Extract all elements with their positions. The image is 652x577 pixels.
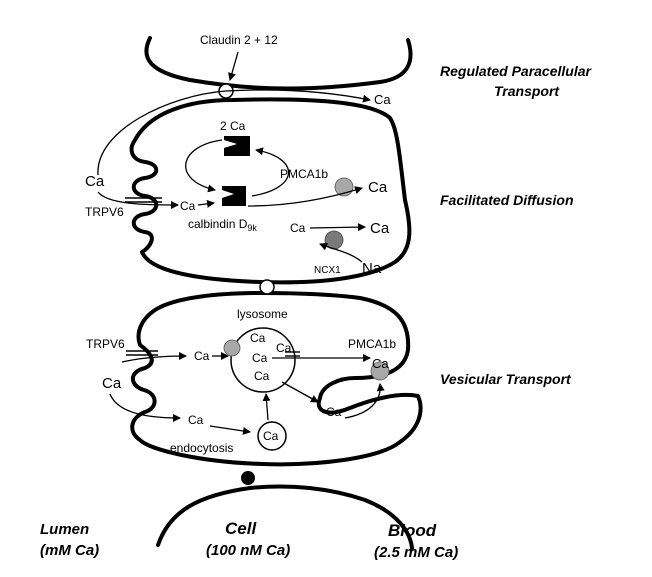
trpv6-lower-label: TRPV6 <box>86 337 125 351</box>
trpv6-upper-influx-arrow <box>97 191 179 209</box>
upper-cell-membrane <box>129 97 412 285</box>
claudin-label: Claudin 2 + 12 <box>200 33 278 47</box>
ncx-label: NCX1 <box>314 265 341 276</box>
lysosome-ca-right: Ca <box>276 341 292 355</box>
calbindin-label: calbindin D9k <box>188 217 257 233</box>
cell-junction <box>259 279 275 295</box>
vesicle-to-lysosome-arrow <box>262 393 271 421</box>
pmca-lower-label: PMCA1b <box>348 337 396 351</box>
blood-conc-label: (2.5 mM Ca) <box>374 544 458 561</box>
lysosome-ca-top: Ca <box>250 331 266 345</box>
lysosome-ca-pump <box>223 339 241 357</box>
lysosome-ca-bottom: Ca <box>254 369 270 383</box>
ncx-ca-efflux-arrow <box>309 223 366 232</box>
two-ca-label: 2 Ca <box>220 119 246 133</box>
pmca-lower-blood-ca: Ca <box>372 356 389 371</box>
ca-to-calbindin-arrow <box>197 199 215 208</box>
lysosome <box>230 327 296 393</box>
calbindin-cycle-right-arrow <box>251 147 290 197</box>
trpv6-lower-channel <box>126 350 158 356</box>
calbindin-free-icon <box>222 186 246 206</box>
cytosol-ca-upper: Ca <box>180 199 196 213</box>
neighbor-cell-membrane-top <box>144 36 413 91</box>
lysosome-label: lysosome <box>237 307 288 321</box>
endocytosis-vesicle-arrow <box>209 425 251 435</box>
lumen-label: Lumen <box>40 521 89 538</box>
pmca-upper-label: PMCA1b <box>280 167 328 181</box>
endocytic-vesicle-ca-inner: Ca <box>263 429 279 443</box>
cytosol-ca-lower: Ca <box>194 349 210 363</box>
basal-junction-dot <box>241 471 255 485</box>
trpv6-upper-channel <box>125 197 162 203</box>
lumen-ca-upper: Ca <box>85 173 105 190</box>
lysosome-release-arrow <box>281 381 319 403</box>
cell-label: Cell <box>225 519 257 538</box>
paracellular-flux-arrow <box>97 89 371 176</box>
pmca-upper-efflux-arrow <box>247 186 363 207</box>
vesicular-pathway-label: Vesicular Transport <box>440 371 572 387</box>
pmca-upper-blood-ca: Ca <box>368 179 388 196</box>
exocytosis-release-arrow <box>344 383 385 419</box>
calbindin-bound-icon <box>224 136 250 156</box>
lumen-conc-label: (mM Ca) <box>40 542 99 559</box>
claudin-pointer <box>228 51 239 81</box>
trpv6-upper-label: TRPV6 <box>85 205 124 219</box>
ncx-blood-ca: Ca <box>370 220 390 237</box>
lower-cell-membrane <box>130 291 423 467</box>
paracellular-pathway-label-2: Transport <box>494 83 560 99</box>
neighbor-cell-membrane-bottom <box>156 484 414 550</box>
lumen-ca-lower: Ca <box>102 375 122 392</box>
lysosome-ca-channel <box>285 351 300 357</box>
endocytosis-label: endocytosis <box>170 441 233 455</box>
facilitated-pathway-label: Facilitated Diffusion <box>440 192 574 208</box>
paracellular-ca-label: Ca <box>374 92 391 107</box>
ncx-na-label: Na <box>362 260 382 277</box>
ncx-cytosol-ca: Ca <box>290 221 306 235</box>
ncx-na-influx-arrow <box>319 242 363 263</box>
endocytic-vesicle-ca: Ca <box>188 413 204 427</box>
calbindin-cycle-left-arrow <box>185 139 223 193</box>
cell-conc-label: (100 nM Ca) <box>206 542 290 559</box>
paracellular-pathway-label-1: Regulated Paracellular <box>440 63 593 79</box>
pmca-lower-pump <box>370 361 390 381</box>
endocytic-vesicle <box>257 421 287 451</box>
blood-label: Blood <box>388 521 437 540</box>
lysosome-ca-mid: Ca <box>252 351 268 365</box>
exocytosis-ca: Ca <box>326 405 342 419</box>
lumen-to-endocytosis-arrow <box>109 393 181 422</box>
trpv6-lower-influx-arrow <box>121 352 187 363</box>
